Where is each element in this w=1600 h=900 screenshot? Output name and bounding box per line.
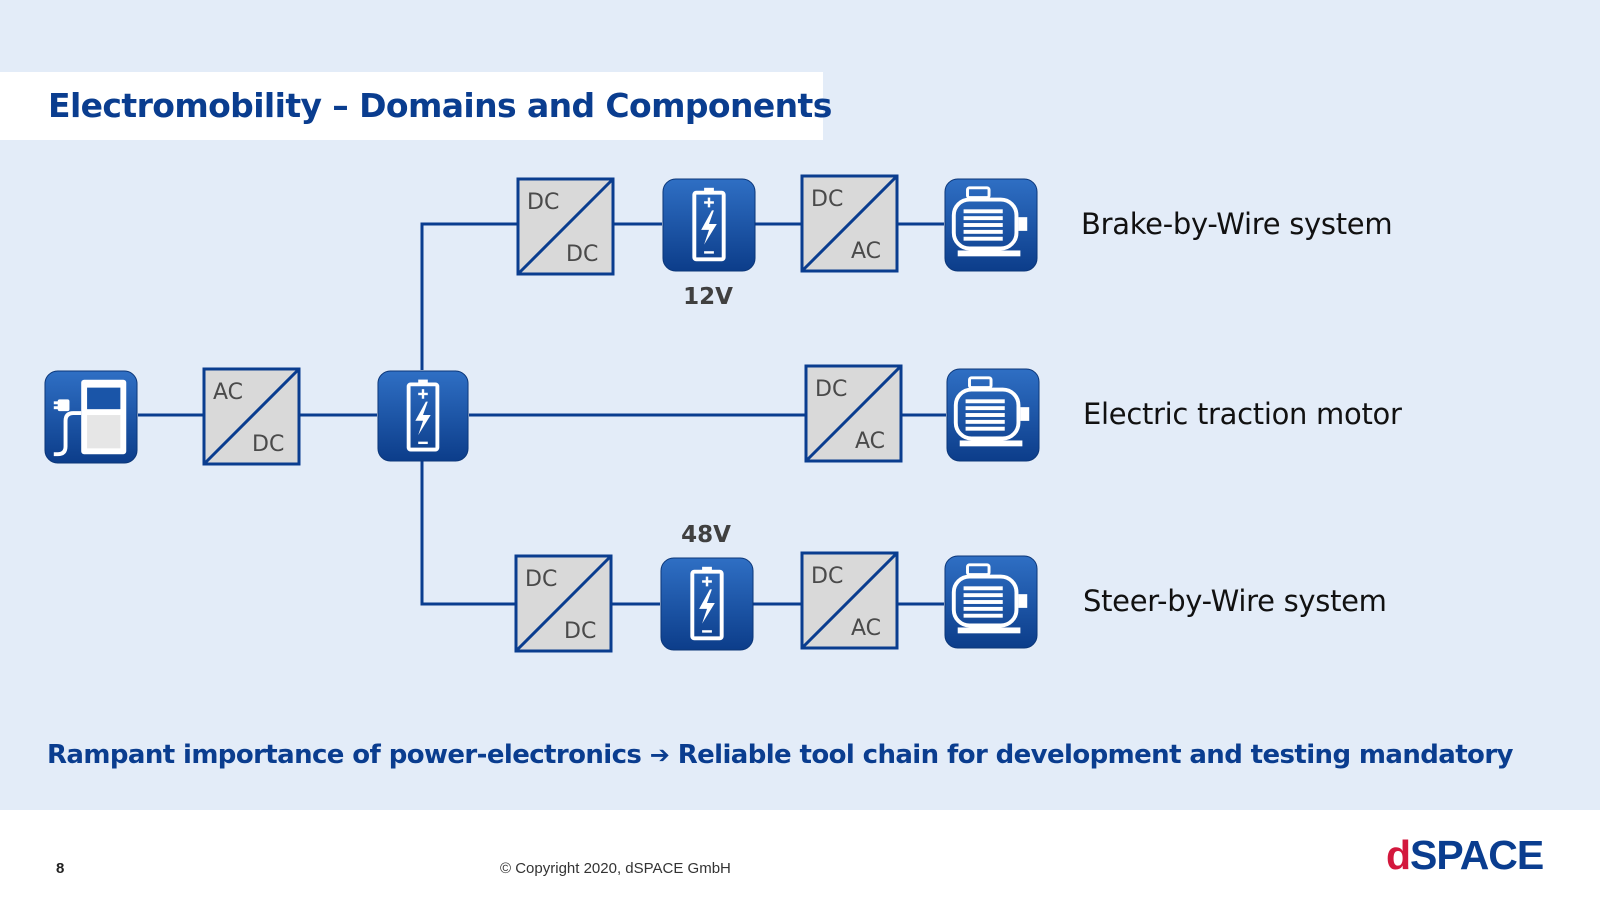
converter-input-label: DC	[811, 564, 843, 589]
brake-motor-icon	[944, 178, 1038, 272]
converter-output-label: DC	[566, 242, 598, 267]
line-branch-bottom	[420, 461, 516, 606]
tagline-left: Rampant importance of power-electronics	[47, 740, 642, 770]
steer-motor-icon	[944, 555, 1038, 649]
converter-input-label: DC	[811, 187, 843, 212]
dc-dc-converter-bottom: DC DC	[514, 554, 613, 653]
converter-output-label: AC	[855, 429, 885, 454]
hv-battery-icon	[377, 370, 469, 462]
dc-ac-converter-middle: DC AC	[804, 364, 903, 463]
brake-by-wire-label: Brake-by-Wire system	[1081, 207, 1393, 241]
battery-48v-icon	[660, 557, 754, 651]
converter-input-label: DC	[525, 567, 557, 592]
voltage-12v-label: 12V	[683, 284, 733, 310]
tagline-right: Reliable tool chain for development and …	[677, 740, 1514, 770]
arrow-right-icon: ➔	[649, 741, 670, 769]
steer-by-wire-label: Steer-by-Wire system	[1083, 584, 1387, 618]
battery-12v-icon	[662, 178, 756, 272]
copyright-text: © Copyright 2020, dSPACE GmbH	[500, 860, 731, 877]
converter-output-label: AC	[851, 616, 881, 641]
dspace-logo: dSPACE	[1386, 832, 1544, 878]
dc-dc-converter-top: DC DC	[516, 177, 615, 276]
converter-output-label: DC	[252, 432, 284, 457]
traction-motor-icon	[946, 368, 1040, 462]
converter-input-label: DC	[527, 190, 559, 215]
charging-station-icon	[44, 370, 138, 464]
power-architecture-diagram: AC DC DC DC 12V DC AC DC AC 48V DC DC DC	[44, 174, 1040, 653]
ac-dc-converter: AC DC	[202, 367, 301, 466]
page-title: Electromobility – Domains and Components	[48, 86, 832, 125]
connection-lines	[138, 222, 946, 606]
converter-output-label: DC	[564, 619, 596, 644]
dc-ac-converter-bottom: DC AC	[800, 551, 899, 650]
dc-ac-converter-top: DC AC	[800, 174, 899, 273]
converter-input-label: AC	[213, 380, 243, 405]
line-branch-top	[420, 222, 518, 370]
tagline: Rampant importance of power-electronics …	[47, 740, 1513, 770]
page-number: 8	[56, 860, 65, 877]
converter-output-label: AC	[851, 239, 881, 264]
traction-motor-label: Electric traction motor	[1083, 397, 1402, 431]
converter-input-label: DC	[815, 377, 847, 402]
voltage-48v-label: 48V	[681, 522, 731, 548]
title-box: Electromobility – Domains and Components	[0, 72, 832, 140]
